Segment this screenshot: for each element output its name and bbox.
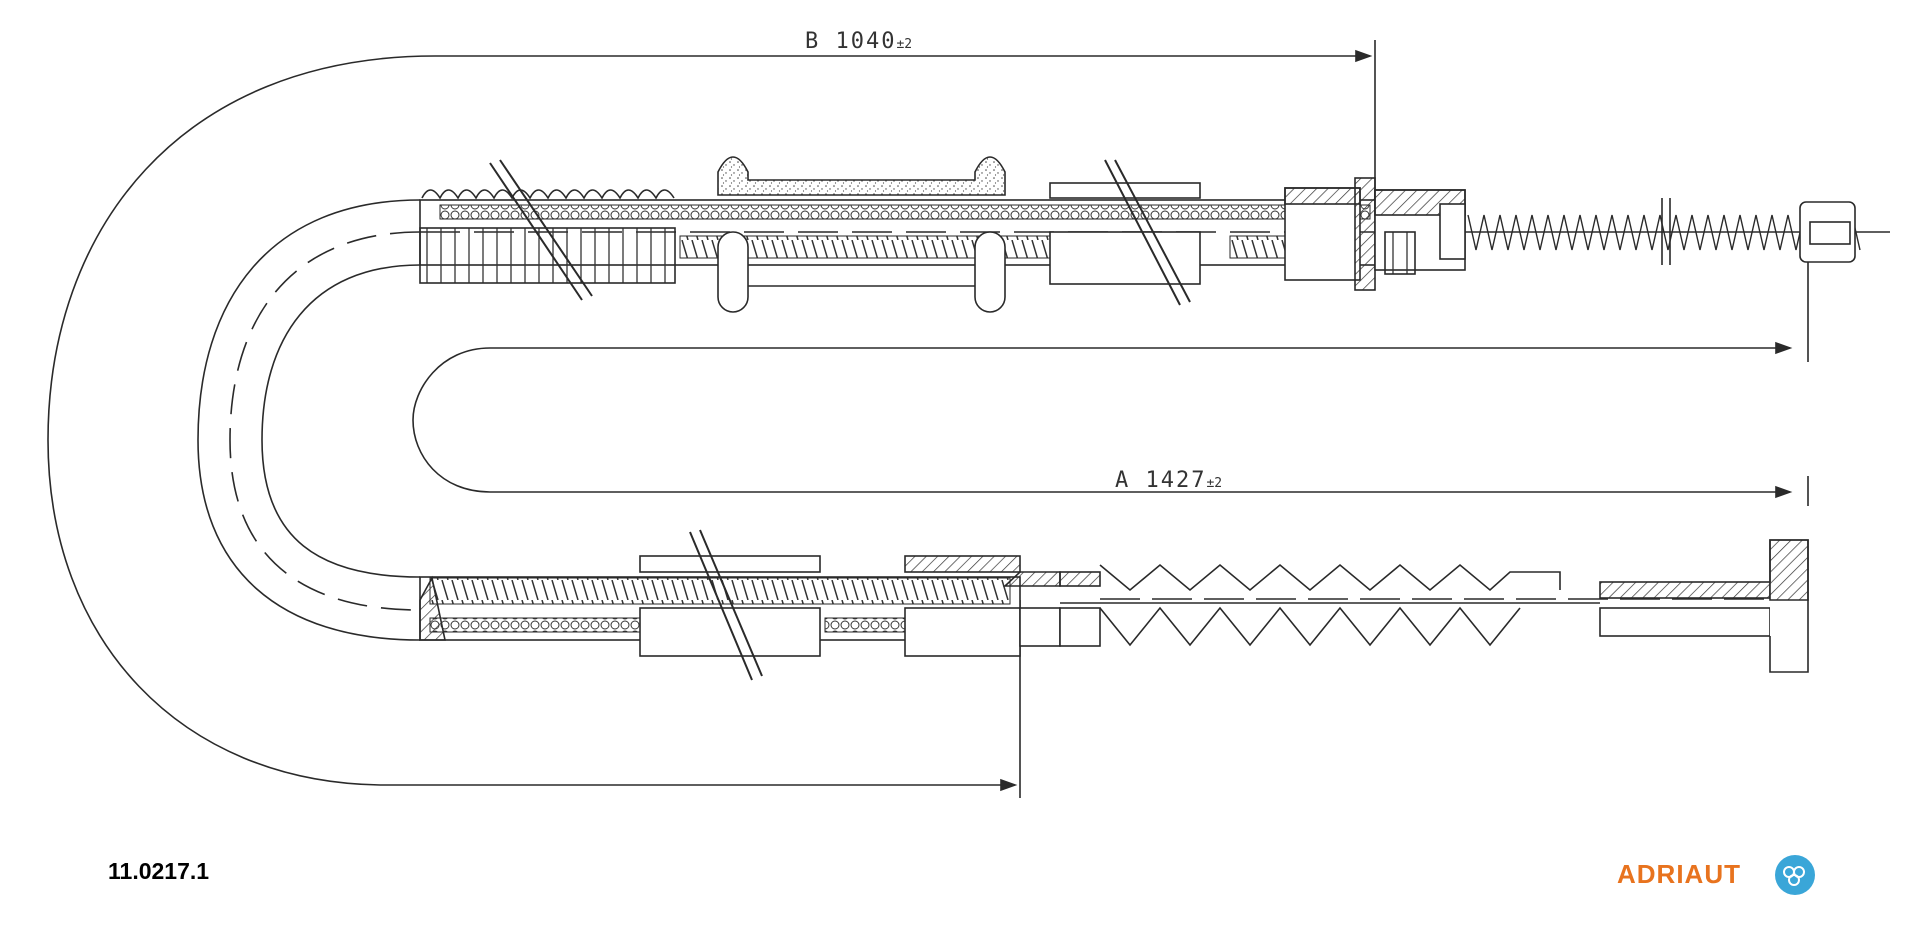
cable-bend-outer: [197, 199, 421, 641]
bottom-hatched-collar: [904, 555, 1021, 573]
top-hex-nut: [1354, 177, 1376, 291]
part-number: 11.0217.1: [108, 858, 210, 884]
bottom-bead-chain: [429, 617, 641, 633]
top-bead-chain: [439, 204, 1371, 220]
bottom-terminal-sleeve: [1599, 581, 1771, 599]
top-cut-mark-1: [489, 162, 583, 301]
top-ribbed-grommet: [419, 227, 676, 284]
brand-logo: ADRIAUT: [1617, 855, 1815, 895]
brand-name: ADRIAUT: [1617, 859, 1741, 889]
bellows-boot: [1099, 563, 1561, 592]
dimension-label-b: B 1040±2: [805, 29, 912, 54]
cable-bend-center: [229, 231, 421, 611]
outer-dimension-arc: [47, 55, 436, 786]
top-grommet-crown: [421, 189, 675, 200]
bottom-sleeve: [639, 555, 821, 573]
bottom-cut-mark: [689, 531, 753, 681]
bottom-spiral-conduit: [429, 577, 1011, 605]
top-return-spring: [1467, 214, 1861, 251]
cable-bend-inner: [261, 264, 421, 578]
top-sleeve: [1049, 182, 1201, 199]
top-cut-mark-2: [1104, 159, 1181, 306]
inner-loop: [412, 347, 1790, 493]
top-dotted-clamp: [717, 156, 1006, 196]
dimension-label-a: A 1427±2: [1115, 468, 1222, 493]
